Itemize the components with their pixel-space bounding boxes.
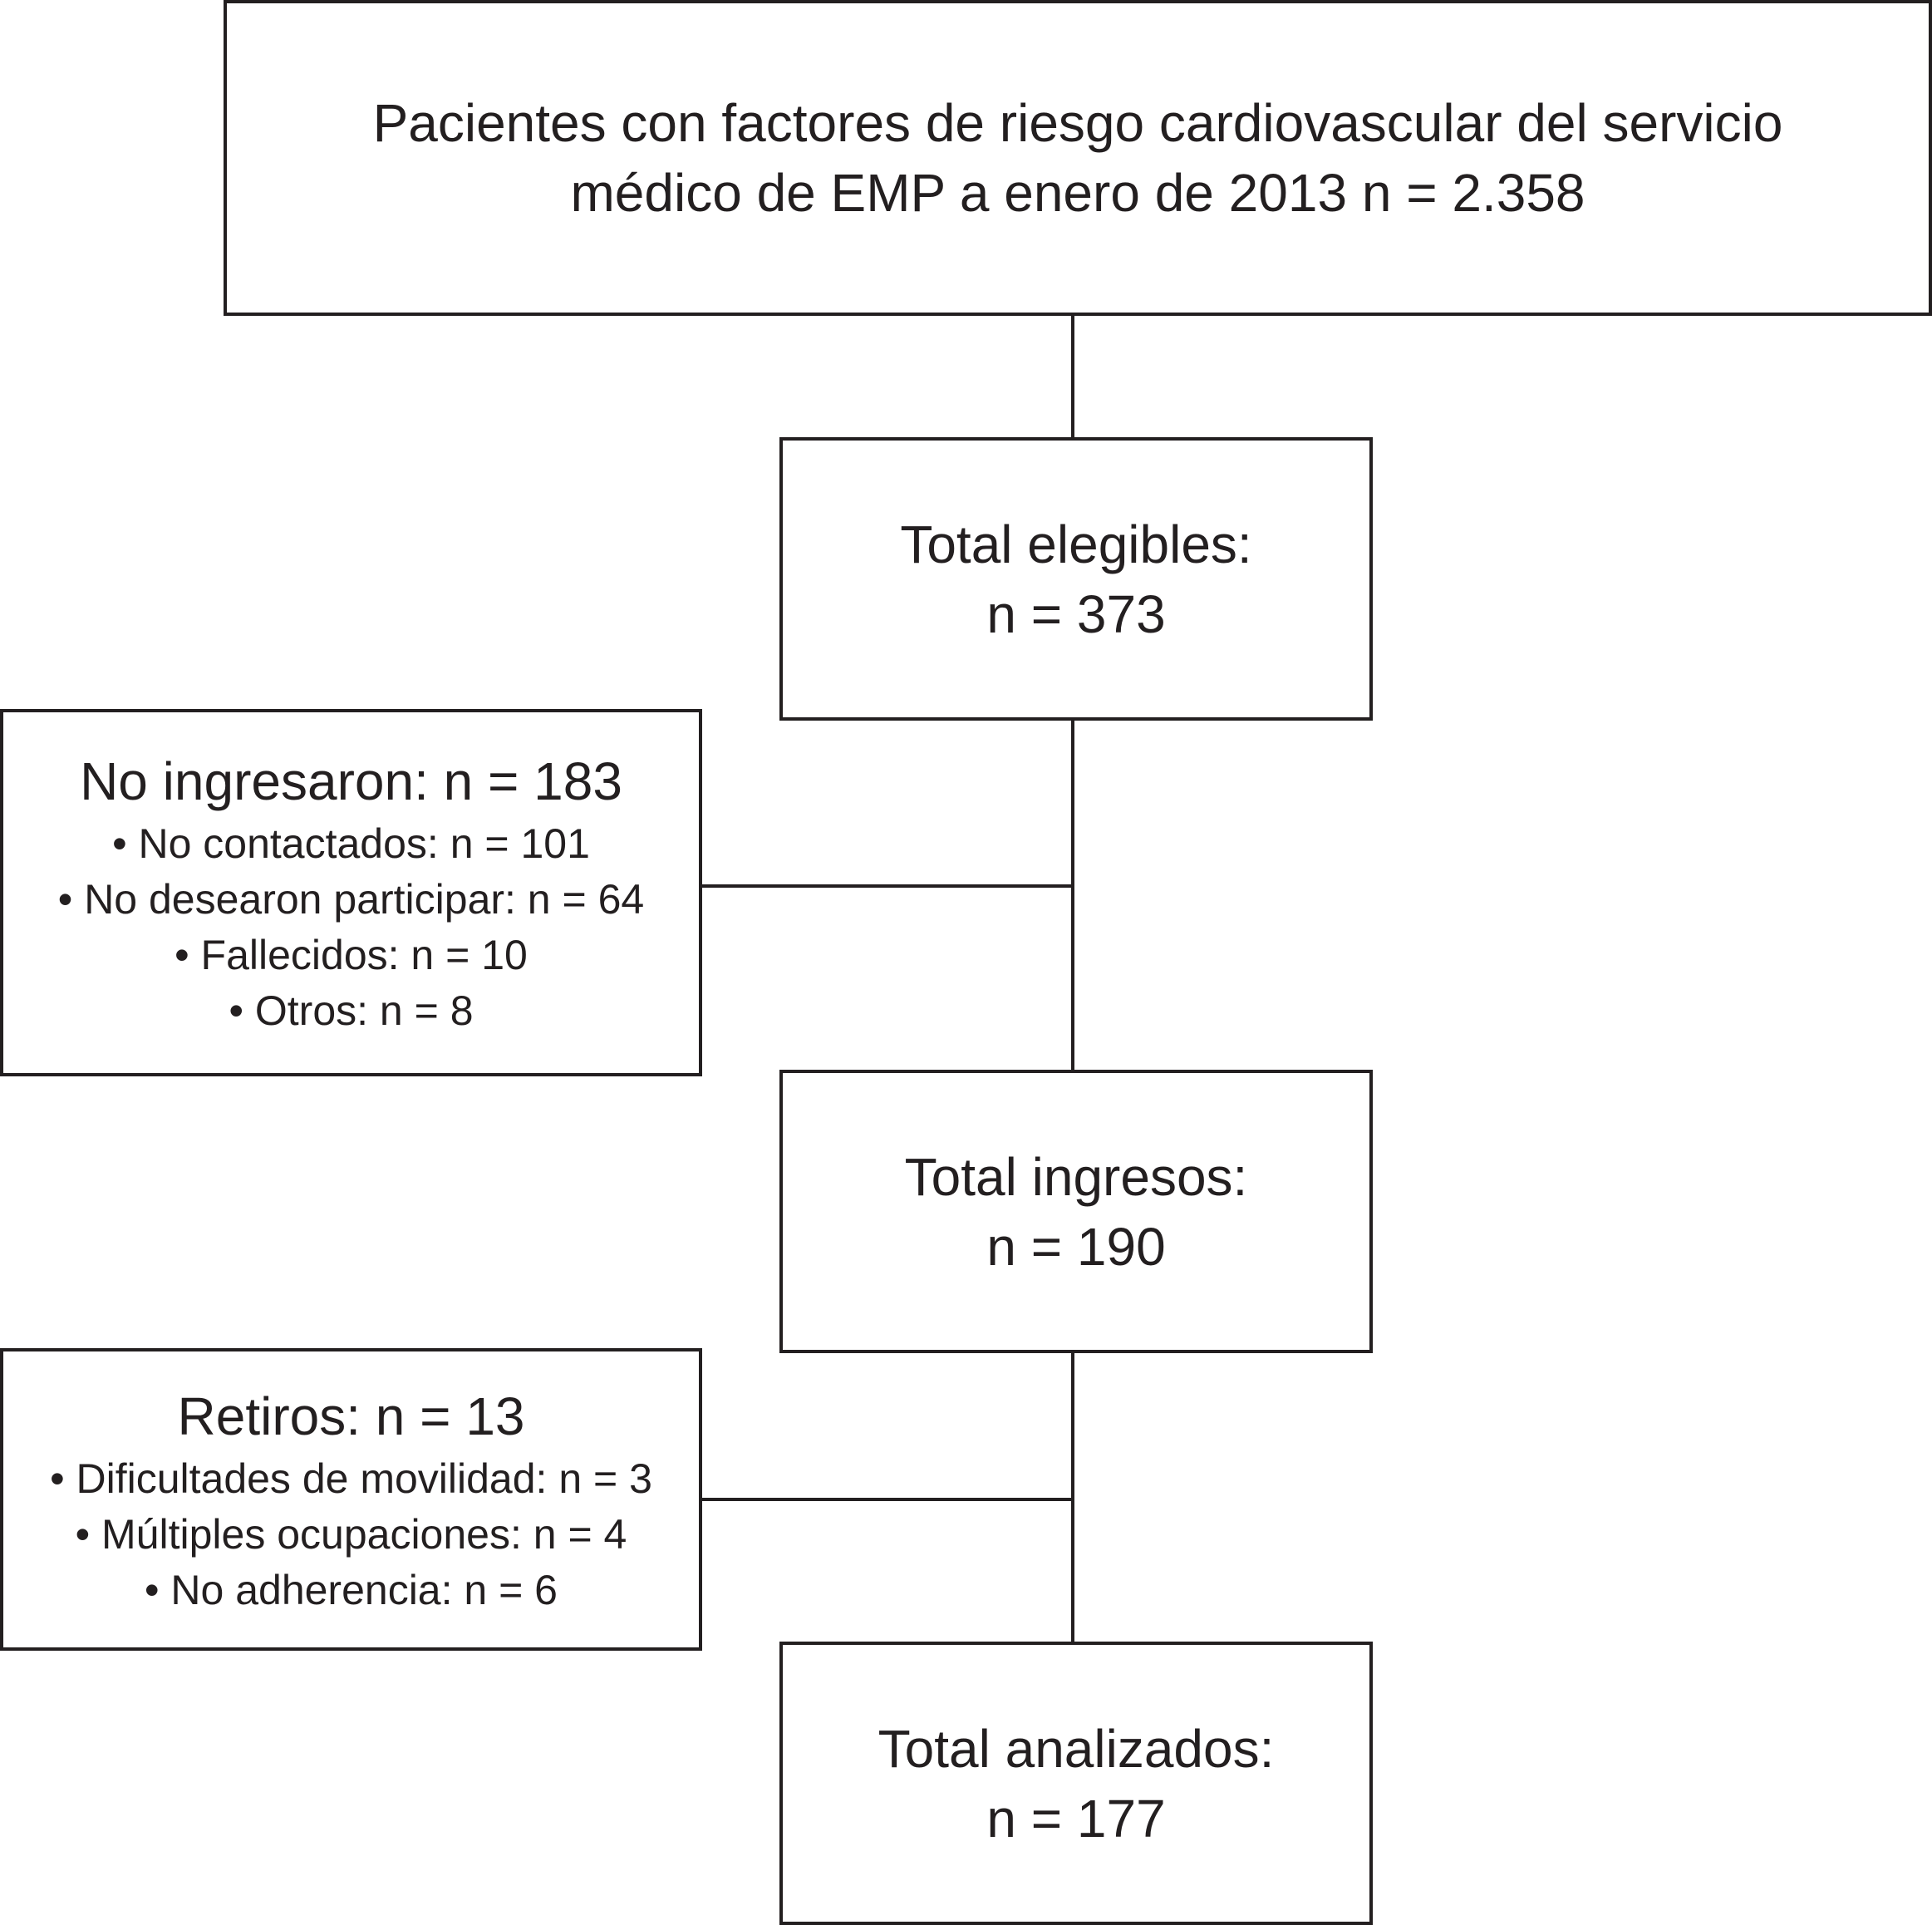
eligible-count: n = 373	[986, 583, 1166, 644]
not-enrolled-box: No ingresaron: n = 183 No contactados: n…	[0, 709, 702, 1076]
enrolled-box: Total ingresos: n = 190	[779, 1070, 1373, 1353]
connector-withdrawals-branch	[701, 1498, 1074, 1501]
connector-top-to-eligible	[1071, 314, 1074, 441]
not-enrolled-title: No ingresaron: n = 183	[80, 751, 622, 811]
withdrawals-item: Múltiples ocupaciones: n = 4	[76, 1507, 627, 1563]
eligible-box: Total elegibles: n = 373	[779, 437, 1373, 721]
connector-eligible-to-enrolled	[1071, 718, 1074, 1073]
withdrawals-title: Retiros: n = 13	[177, 1386, 525, 1446]
eligible-label: Total elegibles:	[900, 514, 1252, 574]
enrolled-label: Total ingresos:	[904, 1146, 1248, 1207]
enrolled-count: n = 190	[986, 1216, 1166, 1277]
not-enrolled-item: Fallecidos: n = 10	[175, 928, 528, 983]
source-population-line2: médico de EMP a enero de 2013 n = 2.358	[570, 163, 1585, 223]
withdrawals-item: Dificultades de movilidad: n = 3	[50, 1451, 651, 1507]
source-population-line1: Pacientes con factores de riesgo cardiov…	[372, 93, 1783, 153]
connector-not-enrolled-branch	[701, 884, 1074, 888]
withdrawals-item: No adherencia: n = 6	[145, 1563, 558, 1618]
analyzed-label: Total analizados:	[878, 1718, 1275, 1779]
not-enrolled-item: No contactados: n = 101	[112, 816, 589, 872]
analyzed-box: Total analizados: n = 177	[779, 1642, 1373, 1925]
analyzed-count: n = 177	[986, 1788, 1166, 1849]
not-enrolled-item: Otros: n = 8	[229, 983, 474, 1039]
not-enrolled-item: No desearon participar: n = 64	[58, 872, 644, 928]
withdrawals-box: Retiros: n = 13 Dificultades de movilida…	[0, 1348, 702, 1651]
source-population-box: Pacientes con factores de riesgo cardiov…	[224, 0, 1932, 316]
